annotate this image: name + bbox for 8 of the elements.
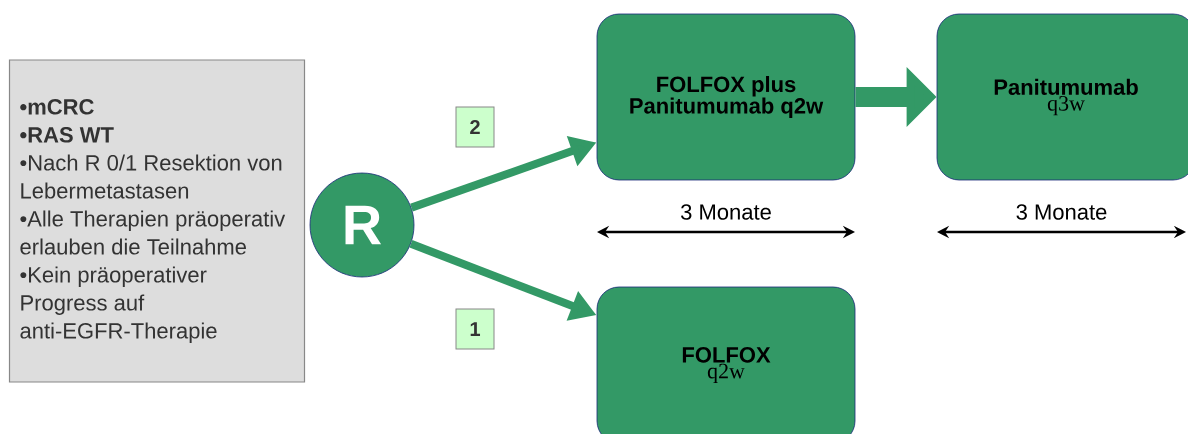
- duration-label: 3 Monate: [681, 204, 771, 220]
- duration-label: 3 Monate: [1016, 204, 1107, 220]
- treatment-box: FOLFOX q2w: [596, 286, 856, 434]
- treatment-box: Panitumumab q3w: [936, 13, 1188, 181]
- edge-label: 1: [455, 308, 495, 350]
- criteria-box: •mCRC •RAS WT •Nach R 0/1 Resektion von Lebermetastasen •Alle Therapien präoperativ erlauben die Teilnahme •Kein präoperativer Progress auf anti-EGFR-Therapie: [8, 59, 306, 383]
- treatment-box: FOLFOX plus Panitumumab q2w: [596, 13, 856, 181]
- edge-label: 2: [455, 106, 495, 148]
